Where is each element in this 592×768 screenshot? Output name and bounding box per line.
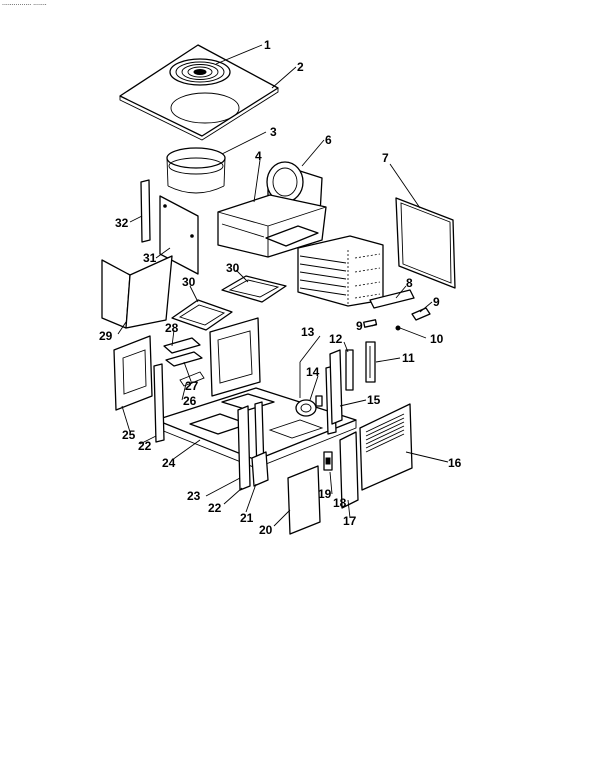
drain-pan-left [171,299,233,331]
callout-2: 2 [297,60,304,74]
callout-29: 29 [99,329,113,343]
leader-lines [117,44,449,527]
callout-26: 26 [183,394,197,408]
left-side-panel [159,195,199,275]
top-cover-panel [119,44,279,141]
header-text: ............... ....... [2,0,47,7]
center-partition [209,317,261,397]
callout-6: 6 [325,133,332,147]
rear-vertical-panel [329,349,343,425]
mounting-rails [163,337,205,387]
callout-25: 25 [122,428,136,442]
callout-32: 32 [115,216,129,230]
fan-motor [295,395,323,417]
callout-21: 21 [240,511,254,525]
callout-27: 27 [185,379,199,393]
callout-12: 12 [329,332,343,346]
callout-9b: 9 [356,319,363,333]
front-left-panel [113,335,153,411]
fan-grille [169,58,231,86]
callout-20: 20 [259,523,273,537]
callout-11: 11 [402,351,415,365]
callout-15: 15 [367,393,381,407]
orifice-ring [166,147,226,194]
callout-22b: 22 [208,501,222,515]
drain-pan-right [221,275,287,303]
callout-10: 10 [430,332,444,346]
callout-23: 23 [187,489,201,503]
callout-4: 4 [255,149,262,163]
side-access-panel [395,197,456,289]
filter-bar [365,341,376,383]
callout-16: 16 [448,456,462,470]
callout-14: 14 [306,365,320,379]
callout-31: 31 [143,251,157,265]
callout-24: 24 [162,456,176,470]
folding-partition [101,255,173,329]
callout-labels: 1 2 3 6 4 7 8 9 9 10 11 12 13 14 15 16 1… [99,38,462,537]
callout-19: 19 [318,487,332,501]
callout-17: 17 [343,514,357,528]
callout-8: 8 [406,276,413,290]
divider-strip [345,349,354,391]
corner-posts [237,401,269,491]
callout-1: 1 [264,38,271,52]
callout-9a: 9 [433,295,440,309]
callout-18: 18 [333,496,347,510]
callout-3: 3 [270,125,277,139]
blower-coil-assembly [217,194,384,307]
bracket [369,289,415,309]
louvered-front-panel [359,403,413,491]
callout-7: 7 [382,151,389,165]
callout-30a: 30 [182,275,196,289]
control-panel [323,431,359,509]
callout-28: 28 [165,321,179,335]
small-hardware [363,307,431,331]
callout-22a: 22 [138,439,152,453]
access-door [287,465,321,535]
callout-13: 13 [301,325,315,339]
left-strip [140,179,151,243]
callout-30b: 30 [226,261,240,275]
